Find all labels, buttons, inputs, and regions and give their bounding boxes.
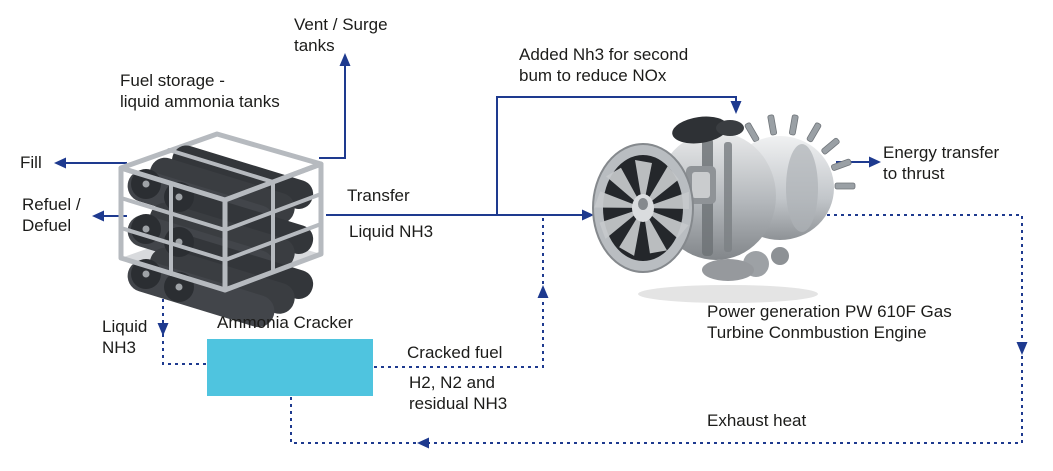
flow-liquid-nh3-to-cracker-line — [157, 292, 206, 365]
arrowhead-down — [157, 323, 169, 336]
label-transfer: Transfer — [347, 186, 410, 205]
label-exhaust-heat: Exhaust heat — [707, 411, 807, 430]
arrowhead-left — [92, 210, 104, 222]
flow-fill-line — [54, 157, 127, 169]
ammonia-cylinders — [127, 145, 314, 328]
tank-rack-frame — [118, 148, 324, 293]
ammonia-cracker-box — [207, 339, 373, 396]
label-energy-transfer: Energy transfer to thrust — [883, 143, 1000, 183]
flow-exhaust-heat-line — [290, 214, 1028, 449]
label-refuel-defuel: Refuel / Defuel — [22, 195, 81, 235]
arrowhead-left — [417, 437, 429, 449]
engine-rear-spikes — [744, 114, 856, 190]
arrowhead-right — [582, 209, 594, 221]
arrowhead-left — [54, 157, 66, 169]
fuel-storage-tanks-image — [118, 131, 324, 328]
arrowhead-down — [1016, 342, 1028, 355]
label-added-nh3: Added Nh3 for second bum to reduce NOx — [519, 45, 689, 85]
label-transfer-liquid-nh3: Liquid NH3 — [349, 222, 434, 241]
arrowhead-right — [869, 156, 881, 168]
label-cracked-fuel-detail: H2, N2 and residual NH3 — [409, 373, 508, 413]
flow-vent-line — [319, 53, 351, 159]
label-engine: Power generation PW 610F Gas Turbine Con… — [707, 302, 952, 342]
label-ammonia-cracker: Ammonia Cracker — [217, 313, 354, 332]
flow-transfer-line — [326, 209, 594, 221]
label-cracked-fuel: Cracked fuel — [407, 343, 503, 362]
arrowhead-down — [730, 101, 742, 114]
label-vent-surge-tanks: Vent / Surge tanks — [294, 15, 388, 55]
label-fill: Fill — [20, 153, 42, 172]
flow-cracked-fuel-line — [374, 218, 549, 368]
arrowhead-up — [537, 285, 549, 298]
label-liquid-nh3: Liquid NH3 — [102, 317, 148, 357]
arrowhead-up — [339, 53, 351, 66]
gas-turbine-engine-image — [592, 114, 856, 303]
flow-added-nh3-line — [496, 96, 742, 214]
engine-fan — [592, 143, 694, 273]
label-fuel-storage: Fuel storage - liquid ammonia tanks — [120, 71, 280, 111]
